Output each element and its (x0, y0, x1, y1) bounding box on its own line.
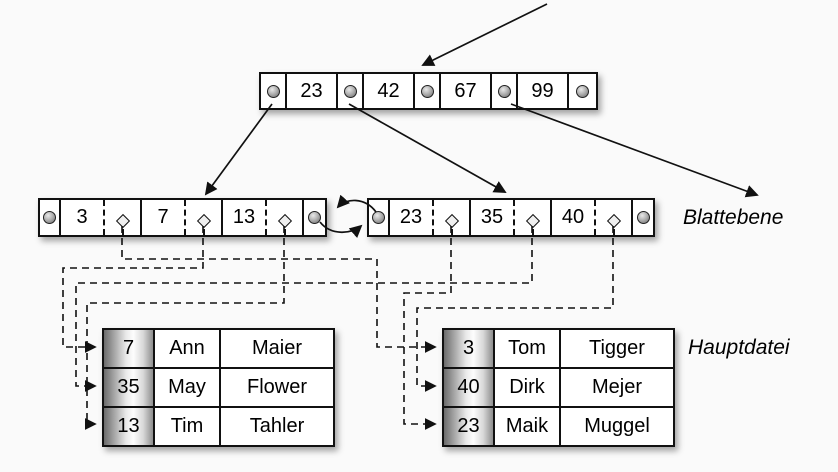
leaf-right-next-pointer (633, 200, 653, 235)
record-firstname-cell: Tom (495, 330, 561, 367)
record-key-cell: 40 (444, 369, 495, 406)
record-pointer-diamond-icon (277, 200, 292, 235)
root-pointer-to-left-leaf-arrow (204, 103, 273, 196)
root-key-cell: 23 (287, 74, 338, 108)
table-row: 7 Ann Maier (104, 330, 333, 367)
leaf-record-pointer-cell (186, 200, 221, 235)
record-table-right: 3 Tom Tigger 40 Dirk Mejer 23 Maik Mugge… (442, 328, 675, 447)
root-pointer-to-right-leaf-arrow (348, 103, 507, 193)
root-pointer-slot-4 (569, 74, 596, 108)
table-row: 40 Dirk Mejer (444, 367, 673, 406)
pointer-dot-icon (343, 84, 357, 98)
leaf-record-pointer-cell (267, 200, 302, 235)
leaf-key-cell: 3 (61, 200, 105, 235)
pointer-dot-icon (636, 211, 650, 224)
record-key-cell: 35 (104, 369, 155, 406)
record-firstname-cell: May (155, 369, 221, 406)
root-node: 23 42 67 99 (259, 72, 598, 110)
root-pointer-slot-0 (261, 74, 287, 108)
table-row: 3 Tom Tigger (444, 330, 673, 367)
table-row: 23 Maik Muggel (444, 406, 673, 445)
leaf-key-cell: 40 (552, 200, 596, 235)
record-lastname-cell: Muggel (584, 415, 650, 437)
leaf-key-cell: 7 (142, 200, 186, 235)
main-file-label: Hauptdatei (688, 336, 790, 359)
record-key-cell: 3 (444, 330, 495, 367)
record-firstname-cell: Ann (155, 330, 221, 367)
leaf-level-label: Blattebene (683, 206, 784, 229)
leaf-record-pointer-cell (596, 200, 631, 235)
leaf-left-next-pointer (304, 200, 325, 235)
record-pointer-diamond-icon (525, 200, 540, 235)
leaf-left-slot: 3 (61, 200, 142, 235)
pointer-dot-icon (308, 211, 321, 224)
leaf-right-slot: 23 (390, 200, 471, 235)
record-lastname-cell: Flower (246, 376, 307, 398)
record-lastname-cell: Maier (251, 337, 302, 359)
parent-to-root-arrow (421, 3, 548, 66)
record-pointer-diamond-icon (444, 200, 459, 235)
pointer-dot-icon (576, 84, 589, 98)
root-pointer-slot-2 (415, 74, 441, 108)
record-pointer-diamond-icon (606, 200, 621, 235)
leaf-right-slot: 40 (552, 200, 633, 235)
pointer-dot-icon (43, 211, 56, 224)
record-lastname-cell: Mejer (591, 376, 642, 398)
record-key-cell: 23 (444, 408, 495, 445)
record-firstname-cell: Maik (495, 408, 561, 445)
leaf-right-slot: 35 (471, 200, 552, 235)
record-firstname-cell: Dirk (495, 369, 561, 406)
root-key-cell: 99 (518, 74, 569, 108)
pointer-dot-icon (497, 84, 511, 98)
record-pointer-diamond-icon (196, 200, 211, 235)
leaf-record-pointer-cell (515, 200, 550, 235)
record-key-cell: 13 (104, 408, 155, 445)
leaf-node-right: 23 35 40 (367, 198, 655, 237)
leaf-right-prev-pointer (369, 200, 390, 235)
record-table-left: 7 Ann Maier 35 May Flower 13 Tim Tahler (102, 328, 335, 447)
leaf-left-slot: 7 (142, 200, 223, 235)
pointer-dot-icon (372, 211, 385, 224)
root-key-cell: 67 (441, 74, 492, 108)
leaf-record-pointer-cell (434, 200, 469, 235)
record-firstname-cell: Tim (155, 408, 221, 445)
leaf-key-cell: 13 (223, 200, 267, 235)
table-row: 35 May Flower (104, 367, 333, 406)
pointer-dot-icon (420, 84, 434, 98)
root-key-cell: 42 (364, 74, 415, 108)
record-lastname-cell: Tahler (249, 415, 305, 437)
leaf-left-prev-pointer (40, 200, 61, 235)
root-pointer-slot-3 (492, 74, 518, 108)
leaf-record-pointer-cell (105, 200, 140, 235)
table-row: 13 Tim Tahler (104, 406, 333, 445)
leaf-key-cell: 35 (471, 200, 515, 235)
leaf-node-left: 3 7 13 (38, 198, 327, 237)
record-pointer-diamond-icon (115, 200, 130, 235)
leaf-left-slot: 13 (223, 200, 304, 235)
root-pointer-slot-1 (338, 74, 364, 108)
leaf-key-cell: 23 (390, 200, 434, 235)
record-lastname-cell: Tigger (589, 337, 645, 359)
record-key-cell: 7 (104, 330, 155, 367)
pointer-dot-icon (266, 84, 280, 98)
root-pointer-to-offscreen-leaf-arrow (510, 103, 759, 198)
